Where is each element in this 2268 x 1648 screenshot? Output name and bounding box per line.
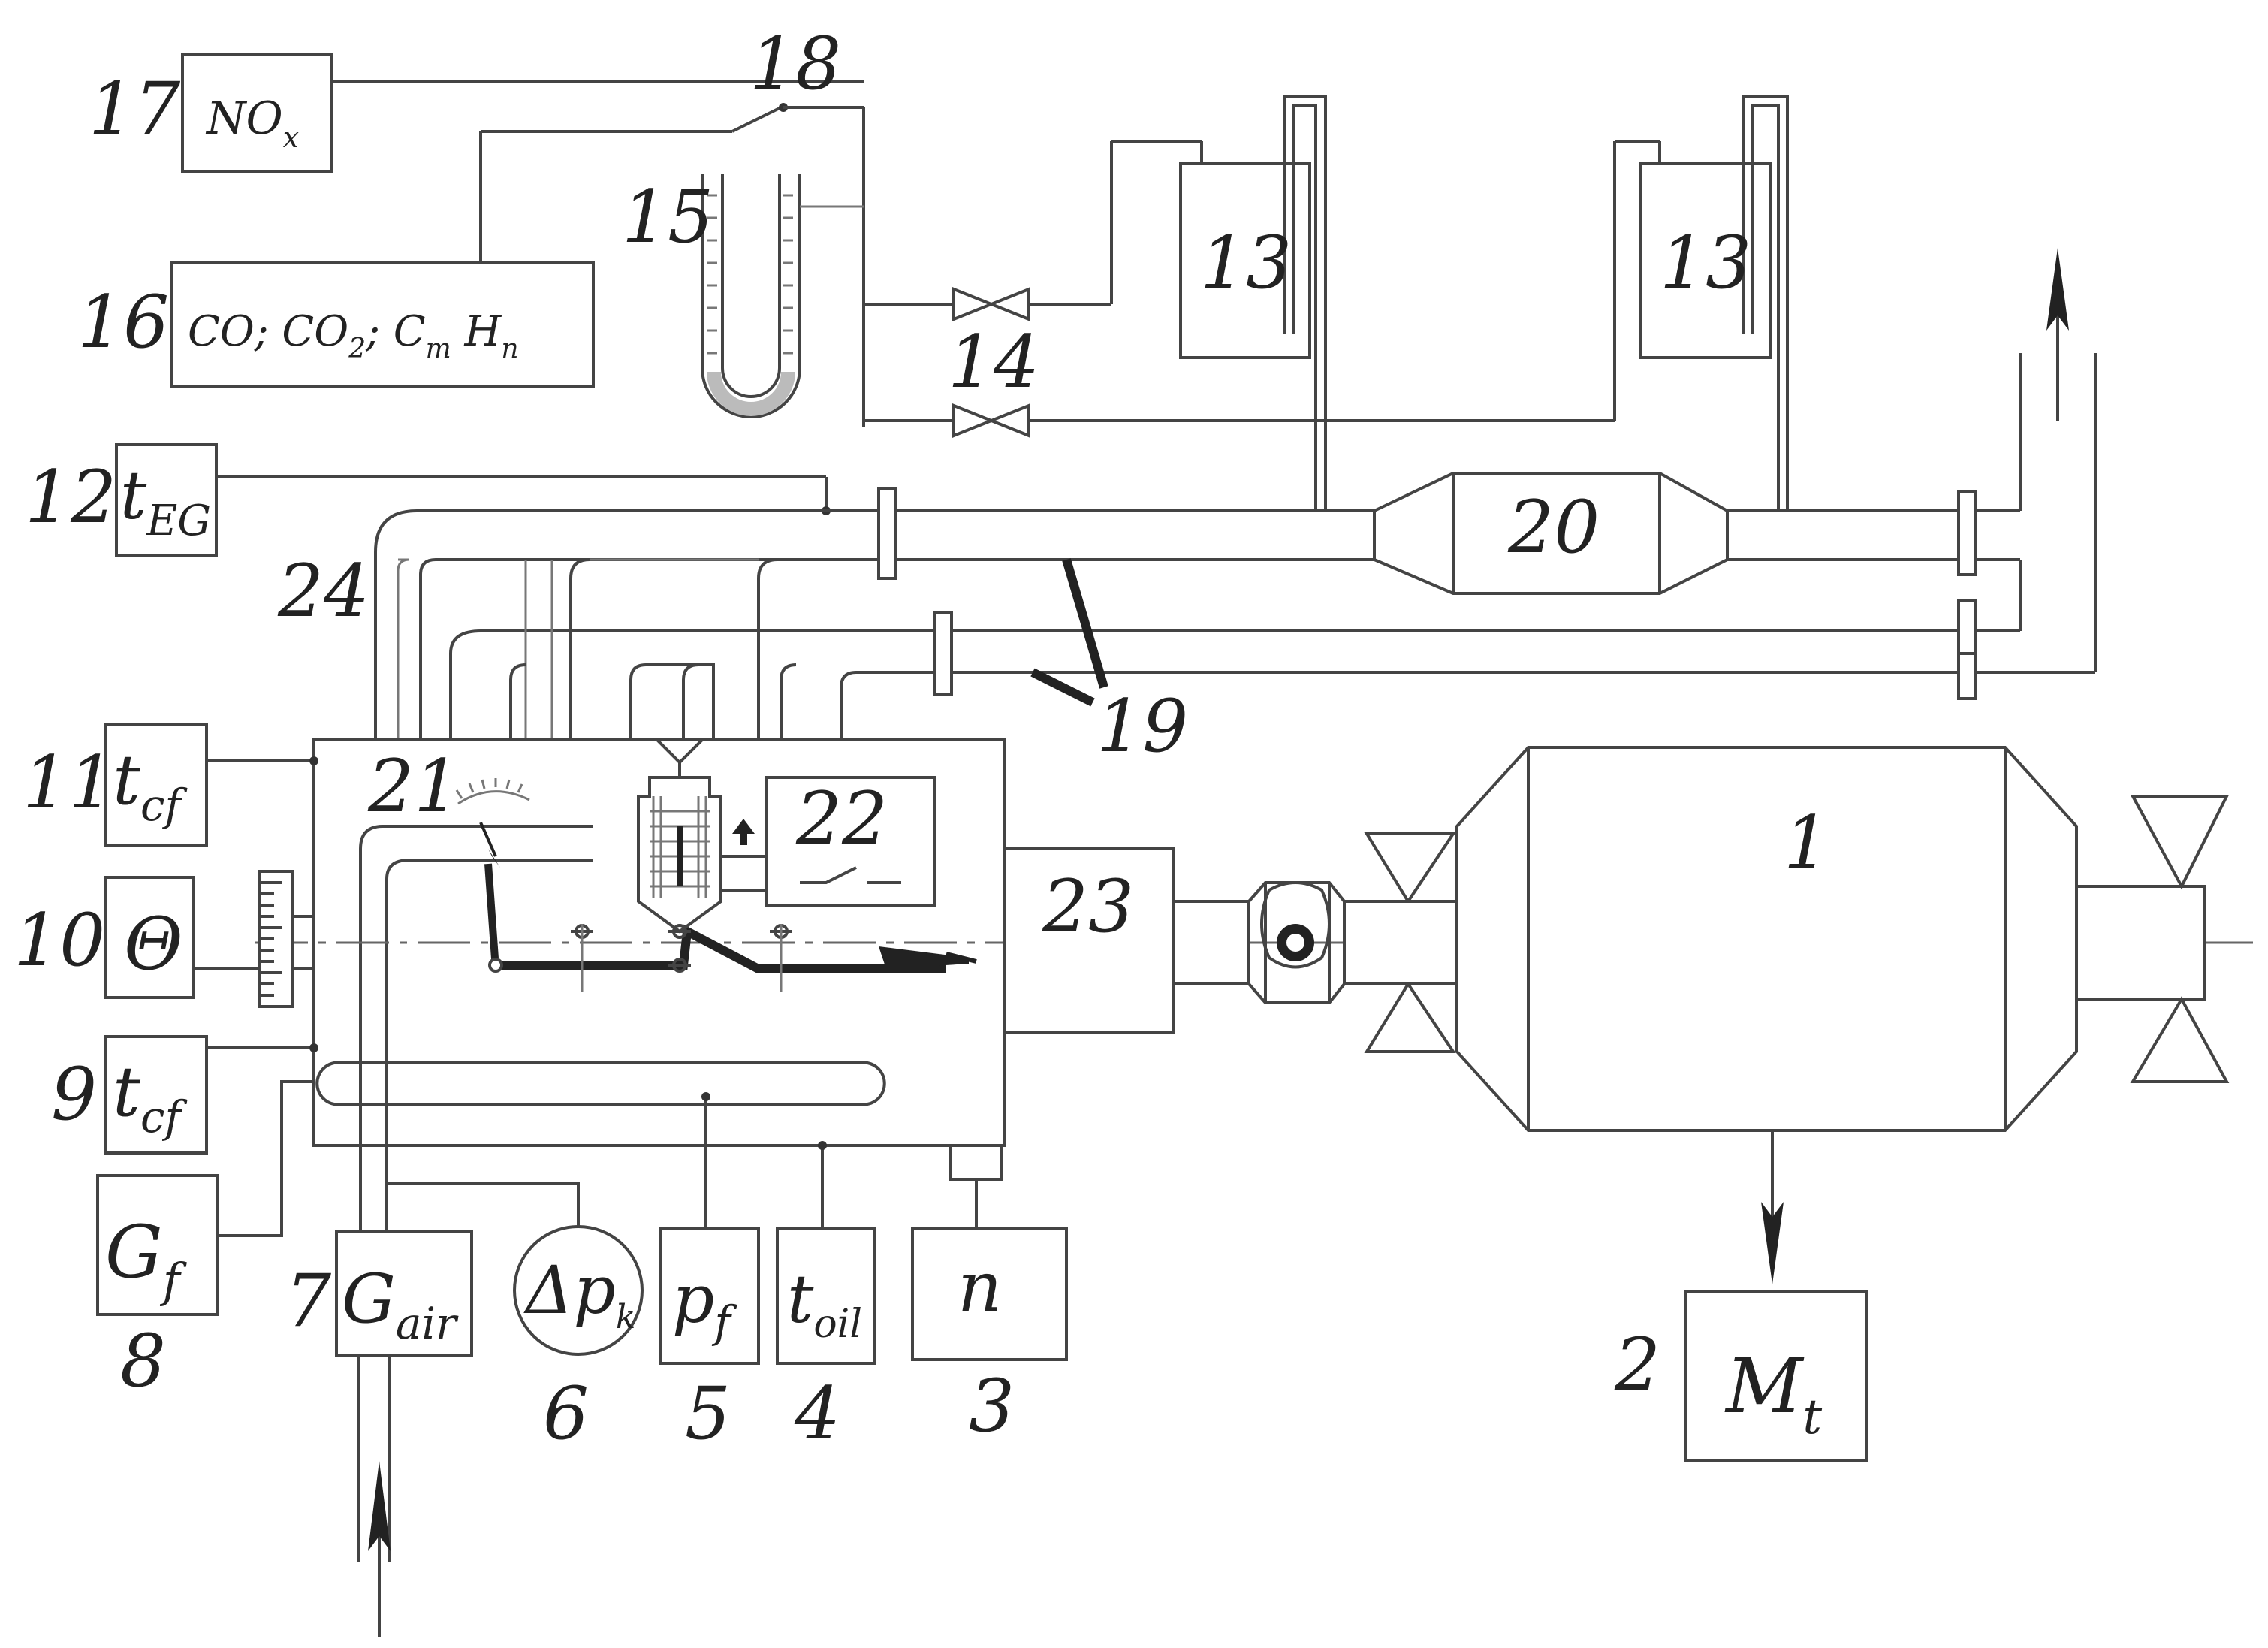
label-7: 7	[285, 1259, 331, 1343]
catalytic-converter	[1373, 353, 2097, 674]
label-11: 11	[23, 741, 114, 825]
nox-analyzer: NOx	[181, 53, 333, 173]
svg-text:Δpk: Δpk	[523, 1251, 636, 1336]
label-22: 22	[795, 777, 888, 861]
svg-text:CO; CO2; Cm Hn: CO; CO2; Cm Hn	[188, 307, 519, 364]
svg-text:toil: toil	[787, 1260, 862, 1347]
label-14: 14	[948, 320, 1039, 404]
label-12: 12	[25, 455, 116, 539]
torque-meter: Mt	[1684, 1290, 1868, 1462]
svg-text:NOx: NOx	[205, 92, 299, 154]
universal-joint	[1247, 881, 1346, 1004]
label-10: 10	[14, 898, 105, 982]
label-16: 16	[77, 280, 169, 364]
oil-temperature-meter: toil	[776, 1141, 876, 1365]
svg-text:Gair: Gair	[342, 1260, 459, 1349]
u-tube-manometer	[701, 174, 864, 418]
coolant-temperature-meter-inlet: tcf	[104, 1035, 318, 1155]
exhaust-outlet-arrow	[2046, 248, 2069, 421]
bearing-left	[1343, 832, 1458, 1053]
svg-text:tcf: tcf	[113, 1052, 188, 1142]
exhaust-throttle-flaps	[1030, 558, 1108, 707]
sample-switch	[331, 80, 865, 427]
engine-block	[255, 738, 2253, 1232]
engine-speed-meter: n	[911, 1179, 1068, 1361]
torque-arrow	[1761, 1130, 1784, 1284]
svg-text:n: n	[958, 1247, 1002, 1327]
label-6: 6	[543, 1372, 589, 1456]
injector	[637, 738, 766, 934]
label-20: 20	[1507, 485, 1600, 569]
bearing-right	[2130, 795, 2230, 1083]
svg-text:Θ: Θ	[124, 902, 183, 986]
sample-container-2	[1639, 95, 1789, 511]
dynamometer	[1455, 746, 2206, 1132]
label-13-b: 13	[1660, 221, 1751, 305]
gas-analyzer: CO; CO2; Cm Hn	[170, 261, 595, 388]
label-15: 15	[622, 175, 713, 259]
label-9: 9	[51, 1052, 97, 1136]
sample-container-1	[1179, 95, 1327, 511]
svg-text:tEG: tEG	[120, 457, 211, 545]
label-24: 24	[277, 549, 369, 633]
injection-angle-meter: Θ	[104, 870, 314, 1008]
label-4: 4	[794, 1372, 840, 1456]
pipe-flanges	[877, 487, 1977, 700]
exhaust-temperature-meter: tEG	[115, 443, 831, 557]
gearbox	[1003, 847, 1250, 1034]
label-13-a: 13	[1200, 221, 1292, 305]
air-flow-meter: Gair	[335, 1230, 473, 1637]
label-5: 5	[685, 1372, 731, 1456]
label-19: 19	[1096, 684, 1188, 768]
label-8: 8	[120, 1319, 166, 1403]
svg-text:tcf: tcf	[113, 740, 188, 831]
fuel-flow-meter: Gf	[96, 1080, 314, 1316]
svg-text:Gf: Gf	[105, 1210, 188, 1308]
svg-text:Mt: Mt	[1724, 1342, 1822, 1445]
fuel-pressure-meter: pf	[659, 1092, 760, 1365]
label-18: 18	[749, 22, 841, 106]
controller	[765, 776, 936, 907]
governor-linkage	[455, 778, 977, 992]
label-2: 2	[1614, 1323, 1660, 1407]
label-21: 21	[367, 744, 460, 829]
exhaust-manifold	[374, 509, 2020, 740]
label-1: 1	[1784, 801, 1829, 885]
label-23: 23	[1042, 865, 1134, 949]
coolant-temperature-meter-outlet: tcf	[104, 723, 318, 847]
label-17: 17	[89, 67, 180, 151]
boost-pressure-gauge: Δpk	[387, 1182, 644, 1356]
label-3: 3	[969, 1364, 1015, 1448]
